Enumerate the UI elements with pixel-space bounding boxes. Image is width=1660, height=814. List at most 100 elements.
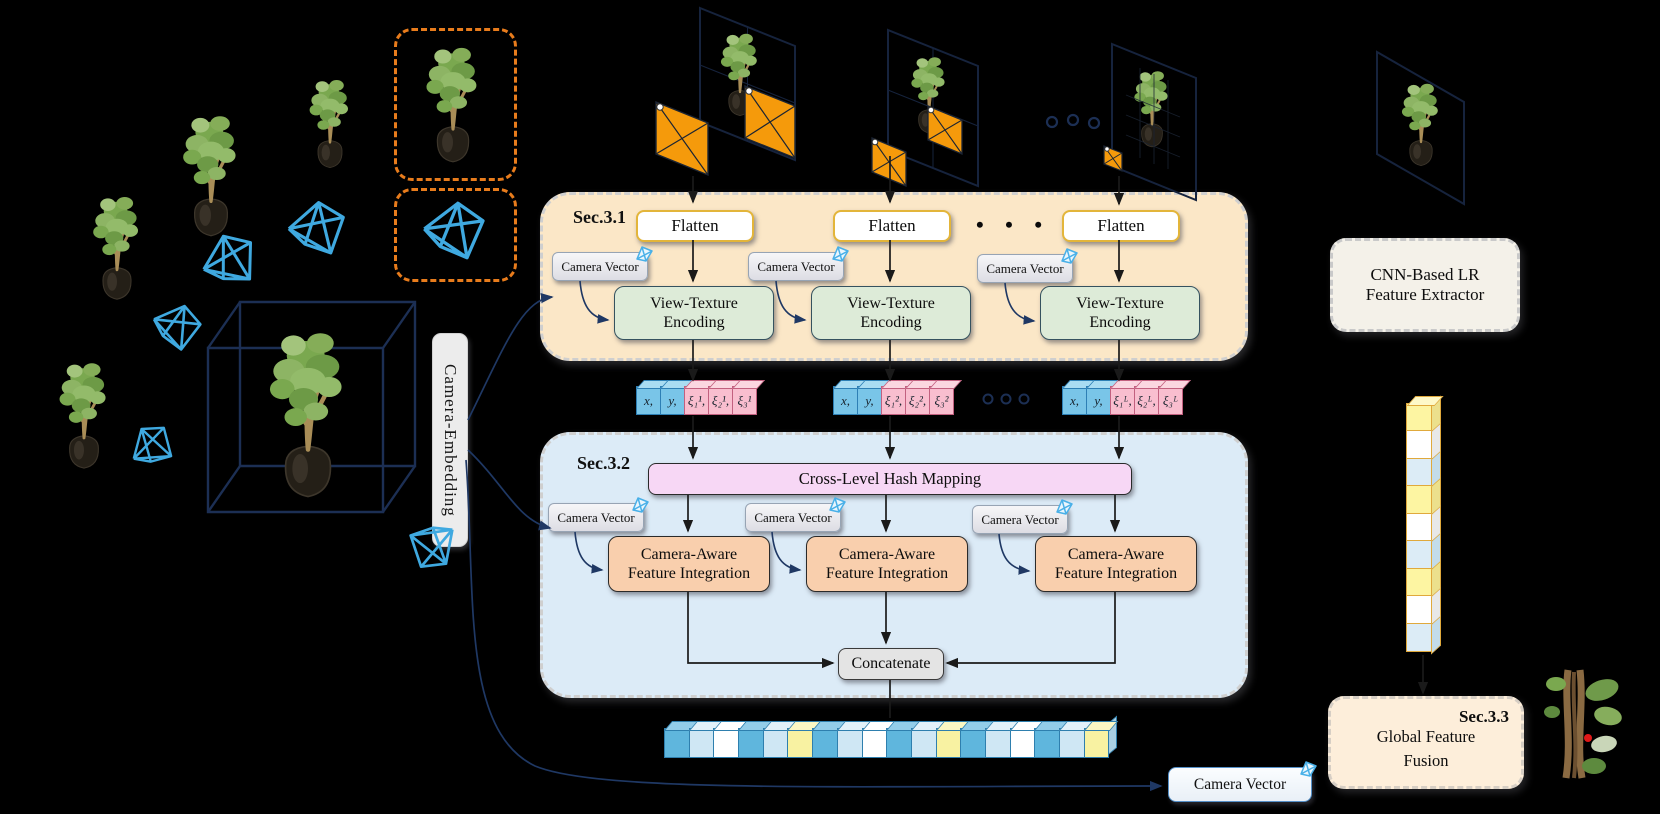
image-plane-3: [1103, 42, 1197, 202]
encoder-line: View-Texture: [847, 294, 935, 312]
camera-vector-chip-2: Camera Vector: [748, 252, 844, 281]
grid-patch-orange: [655, 100, 709, 177]
encoder-line: Encoding: [860, 314, 922, 331]
camera-vector-label: Camera Vector: [981, 511, 1059, 527]
camera-aware-feature-integration-2: Camera-Aware Feature Integration: [806, 536, 968, 592]
image-plane-1: [655, 6, 796, 177]
feature-column-cell: [1406, 450, 1441, 490]
feature-bar-cell: [787, 721, 822, 758]
view-texture-encoding-3: View-Texture Encoding: [1040, 286, 1200, 340]
token-cell: ξ₃²: [928, 380, 963, 415]
flatten-box-2: Flatten: [833, 210, 951, 242]
fusion-line: Fusion: [1403, 750, 1449, 770]
camera-vector-label: Camera Vector: [561, 258, 639, 274]
camera-embedding-label: Camera-Embedding: [441, 363, 460, 517]
feature-bar-cell: [861, 721, 896, 758]
coordinate-token-group-3: x,y,ξ₁ᴸ,ξ₂ᴸ,ξ₃ᴸ: [1061, 380, 1192, 415]
coordinate-token-group-1: x,y,ξ₁¹,ξ₂¹,ξ₃¹: [635, 380, 766, 415]
camera-frustum: [146, 295, 206, 354]
grid-patch-orange: [927, 105, 963, 155]
flatten-label: Flatten: [671, 215, 719, 235]
feature-column-cell: [1406, 532, 1441, 572]
ellipsis-tokens: [982, 393, 1030, 405]
global-feature-fusion-box: Sec.3.3 Global Feature Fusion: [1328, 696, 1524, 789]
camera-embedding-box: Camera-Embedding: [432, 333, 468, 547]
ellipsis-flatten: • • •: [975, 212, 1051, 237]
section-3-1-label: Sec.3.1: [573, 207, 626, 227]
token-cell: ξ₃ᴸ: [1157, 380, 1192, 415]
camera-vector-label: Camera Vector: [986, 260, 1064, 276]
flatten-box-3: Flatten: [1062, 210, 1180, 242]
cube-plant-image: [270, 333, 342, 496]
feature-bar: [663, 715, 1118, 758]
feature-bar-cell: [1083, 721, 1118, 758]
token-cell: x,: [1061, 380, 1096, 415]
feature-bar-cell: [663, 721, 698, 758]
selected-camera-box: [394, 188, 517, 282]
feature-column-cell: [1406, 395, 1444, 435]
ellipsis-images: [1045, 113, 1101, 130]
camera-vector-chip-4: Camera Vector: [548, 503, 644, 532]
cnn-lr-feature-extractor-box: CNN-Based LR Feature Extractor: [1330, 238, 1520, 332]
feature-column-cell: [1406, 560, 1441, 600]
concatenate-label: Concatenate: [851, 655, 931, 673]
token-cell: ξ₃¹: [731, 380, 766, 415]
feature-column-cell: [1406, 615, 1441, 655]
feature-bar-cell: [1058, 721, 1093, 758]
camera-frustum-icon: [830, 244, 850, 264]
camera-vector-label: Camera Vector: [757, 258, 835, 274]
camera-vector-chip-5: Camera Vector: [745, 503, 841, 532]
feature-bar-cell: [910, 721, 945, 758]
camera-frustum: [198, 231, 258, 287]
flatten-label: Flatten: [868, 215, 916, 235]
integration-line: Feature Integration: [1054, 565, 1178, 582]
token-cell: x,: [635, 380, 670, 415]
feature-bar-cell: [1009, 721, 1044, 758]
grid-patch-orange: [744, 84, 796, 160]
camera-vector-chip-6: Camera Vector: [972, 505, 1068, 534]
camera-frustum-icon: [630, 495, 650, 515]
camera-vector-bottom: Camera Vector: [1168, 767, 1312, 802]
integration-line: Feature Integration: [825, 565, 949, 582]
hash-mapping-label: Cross-Level Hash Mapping: [798, 469, 982, 489]
camera-aware-feature-integration-1: Camera-Aware Feature Integration: [608, 536, 770, 592]
camera-frustum: [122, 419, 177, 472]
camera-frustum-icon: [827, 495, 847, 515]
encoder-line: View-Texture: [650, 294, 738, 312]
camera-vector-label: Camera Vector: [754, 509, 832, 525]
encoder-line: View-Texture: [1076, 294, 1164, 312]
camera-vector-chip-3: Camera Vector: [977, 254, 1073, 283]
feature-column-cell: [1406, 477, 1441, 517]
flatten-label: Flatten: [1097, 215, 1145, 235]
token-cell: ξ₂ᴸ,: [1133, 380, 1168, 415]
encoder-line: Encoding: [663, 314, 725, 331]
camera-vector-label: Camera Vector: [557, 509, 635, 525]
selected-view-box: [394, 28, 517, 181]
feature-bar-cell: [885, 721, 921, 758]
bounding-cube: [206, 300, 417, 514]
camera-vector-chip-1: Camera Vector: [552, 252, 648, 281]
integration-line: Feature Integration: [627, 565, 751, 582]
token-cell: y,: [856, 380, 891, 415]
feature-column-cell: [1406, 505, 1441, 545]
token-cell: ξ₂¹,: [707, 380, 742, 415]
token-cell: y,: [1085, 380, 1120, 415]
section-3-3-label: Sec.3.3: [1458, 707, 1509, 726]
token-cell: y,: [659, 380, 694, 415]
cnn-box-line: Feature Extractor: [1365, 285, 1485, 304]
view-texture-encoding-2: View-Texture Encoding: [811, 286, 971, 340]
token-cell: ξ₁²,: [880, 380, 915, 415]
token-cell: ξ₂²,: [904, 380, 939, 415]
integration-line: Camera-Aware: [838, 545, 936, 563]
feature-bar-cell: [1034, 721, 1069, 758]
token-cell: ξ₁ᴸ,: [1109, 380, 1144, 415]
feature-bar-cell: [737, 721, 772, 758]
image-plane-2: [871, 28, 979, 188]
camera-frustum: [284, 196, 347, 256]
lr-image-plane: [1376, 50, 1465, 206]
coordinate-token-group-2: x,y,ξ₁²,ξ₂²,ξ₃²: [832, 380, 963, 415]
plant-closeup-image: [1544, 669, 1622, 779]
cnn-box-line: CNN-Based LR: [1370, 264, 1480, 284]
grid-patch-orange: [1103, 145, 1123, 172]
